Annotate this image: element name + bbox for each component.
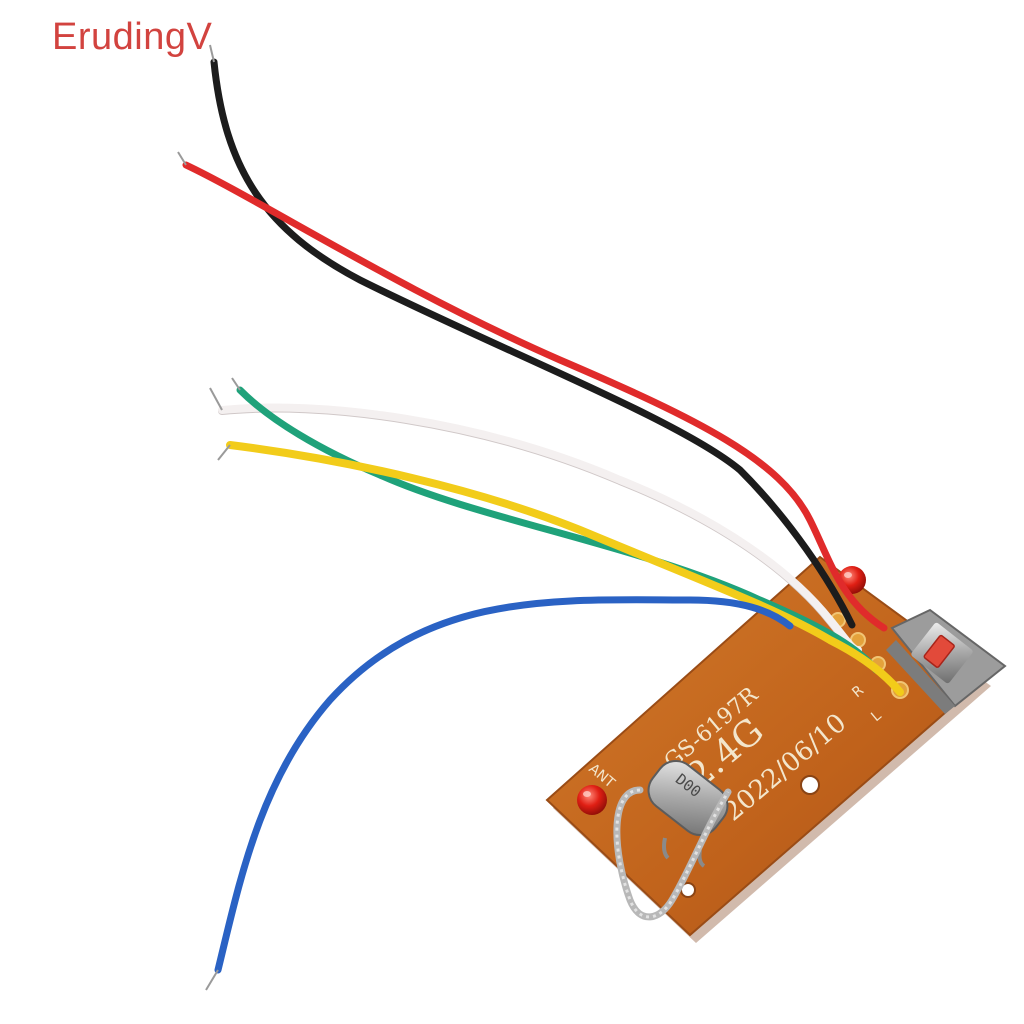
green-wire <box>236 386 880 674</box>
crystal-oscillator: D00 <box>647 759 729 868</box>
blue-wire <box>214 596 794 974</box>
red-wire <box>182 161 888 632</box>
black-wire <box>210 58 856 629</box>
led-antenna <box>577 785 607 815</box>
wire-tips <box>177 44 241 991</box>
yellow-wire <box>226 441 904 696</box>
watermark-text: ErudingV <box>52 16 213 58</box>
slide-switch <box>886 608 1007 714</box>
white-wire <box>218 403 862 654</box>
